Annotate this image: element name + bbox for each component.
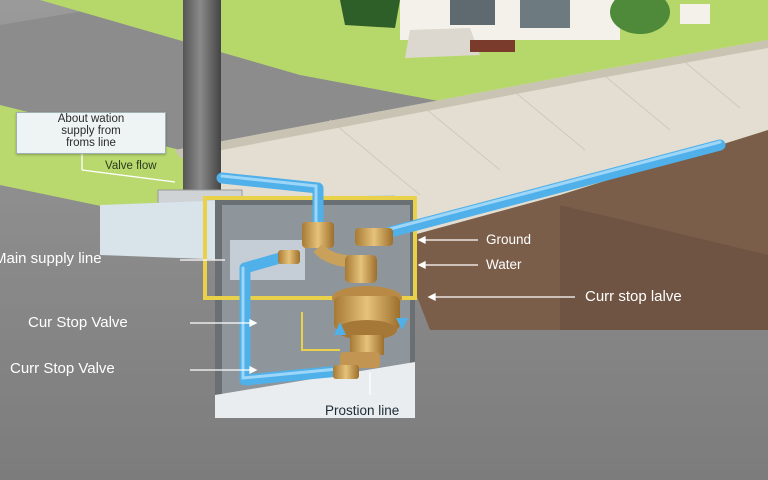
label-main-supply: Main supply line — [0, 250, 102, 267]
label-curb-stop-valve-upper: Cur Stop Valve — [28, 314, 128, 331]
curb — [175, 40, 768, 158]
label-prostion-line: Prostion line — [325, 403, 400, 418]
callout-line-3: froms line — [66, 137, 116, 149]
valve-icon — [278, 222, 402, 379]
info-callout: About wation supply from froms line — [16, 112, 166, 154]
supply-pipes — [216, 139, 726, 386]
leader-lines — [81, 150, 575, 395]
callout-line-1: About wation — [57, 113, 125, 125]
yellow-indicator — [301, 312, 340, 351]
pipe-highlights — [220, 140, 722, 380]
label-curr-stop-lalve: Curr stop lalve — [585, 288, 682, 305]
flow-arrows — [334, 318, 408, 335]
pole-icon — [183, 0, 221, 196]
tree-icon — [340, 0, 710, 34]
soil-right — [560, 205, 768, 330]
soil-section — [395, 130, 768, 330]
sidewalk-joints — [329, 57, 741, 196]
callout-line-2: supply from — [61, 125, 121, 137]
label-valve-flow: Valve flow — [105, 160, 157, 172]
house-icon — [400, 0, 620, 58]
label-ground: Ground — [486, 232, 532, 247]
label-water: Water — [486, 257, 522, 272]
label-curb-stop-valve-lower: Curr Stop Valve — [10, 360, 115, 377]
